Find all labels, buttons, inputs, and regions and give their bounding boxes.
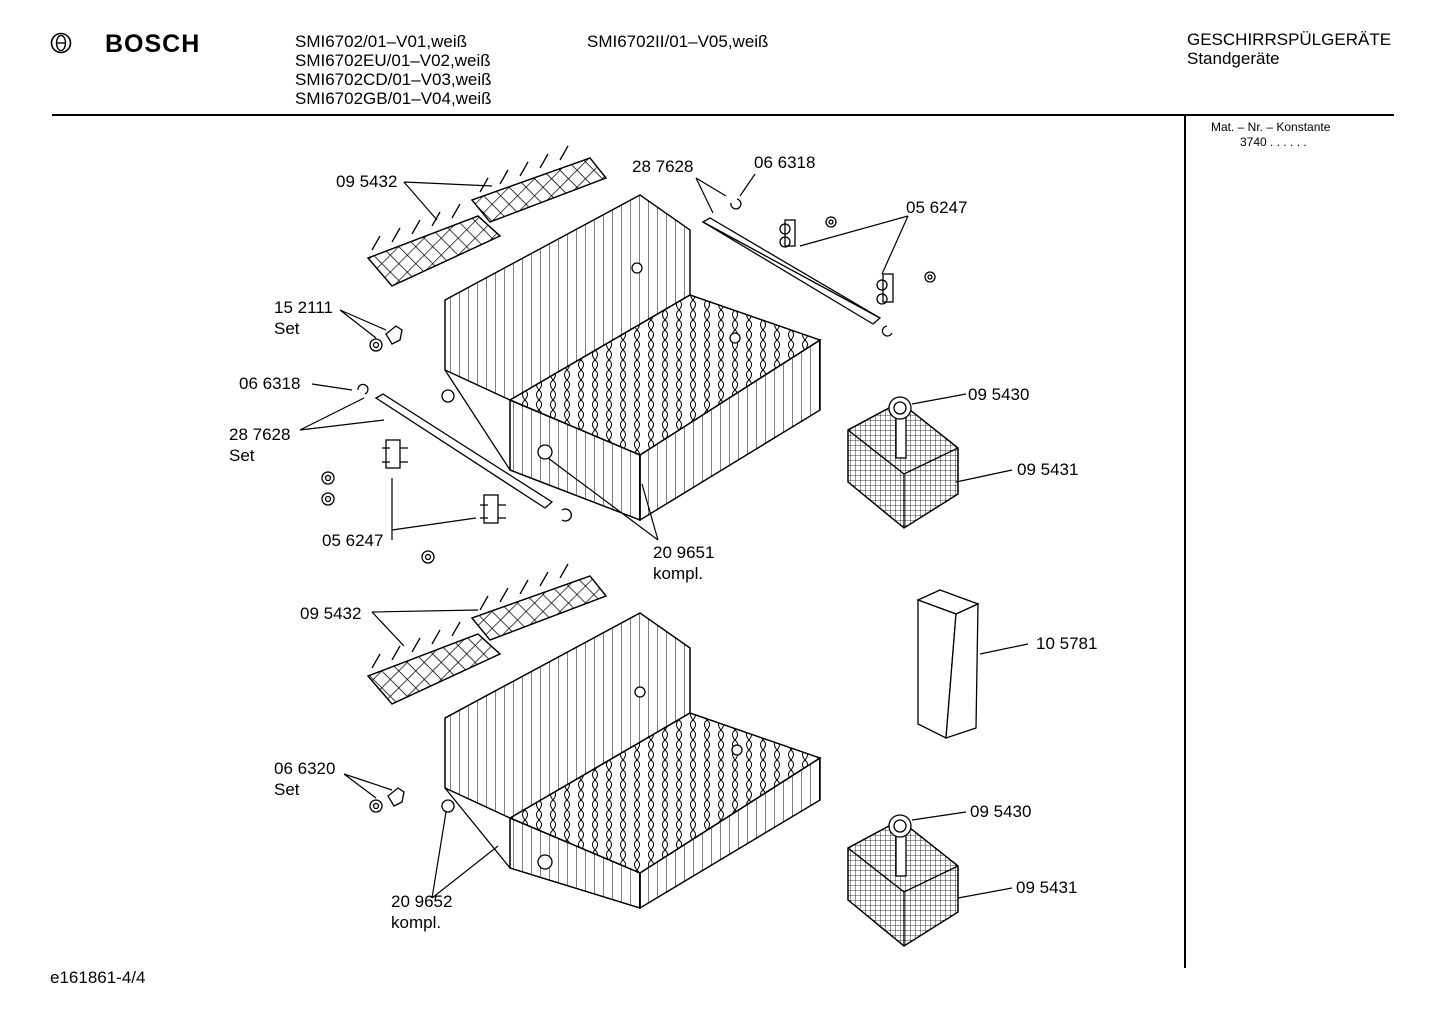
part-number-label: 10 5781 <box>1036 634 1098 653</box>
part-number-label: 06 6318 <box>239 374 301 393</box>
part-note-label: Set <box>274 319 300 338</box>
part-note-label: kompl. <box>653 564 704 583</box>
part-number-label: 15 2111 <box>274 298 333 317</box>
cutlery-basket-drawing <box>847 396 959 529</box>
model-number: SMI6702II/01–V05,weiß <box>587 32 769 51</box>
material-constant-heading: Mat. – Nr. – Konstante <box>1211 120 1331 134</box>
model-list-primary: SMI6702/01–V01,weiß SMI6702EU/01–V02,wei… <box>295 32 492 108</box>
cup-shelf-drawing <box>470 563 608 641</box>
model-number: SMI6702GB/01–V04,weiß <box>295 89 492 108</box>
part-number-label: 09 5430 <box>968 385 1030 404</box>
roller-set-drawing <box>369 787 405 813</box>
rail-drawing <box>701 198 893 337</box>
upper-basket-drawing <box>441 194 822 522</box>
part-number-label: 20 9651 <box>653 543 715 562</box>
part-number-label: 28 7628 <box>632 157 694 176</box>
header-divider <box>52 114 1394 116</box>
cup-shelf-drawing <box>366 203 502 287</box>
part-number-label: 05 6247 <box>906 198 968 217</box>
bosch-logo-icon <box>50 32 72 54</box>
part-number-label: 06 6318 <box>754 153 816 172</box>
side-divider <box>1184 116 1186 968</box>
cup-shelf-drawing <box>470 145 608 223</box>
roller-bracket-drawing <box>779 216 936 305</box>
model-number: SMI6702CD/01–V03,weiß <box>295 70 492 89</box>
cutlery-basket-drawing <box>847 814 959 947</box>
part-number-label: 05 6247 <box>322 531 384 550</box>
part-number-label: 28 7628 <box>229 425 291 444</box>
model-list-secondary: SMI6702II/01–V05,weiß <box>587 32 768 51</box>
material-constant-value: 3740 . . . . . . <box>1240 135 1307 149</box>
part-number-label: 09 5431 <box>1016 878 1078 897</box>
document-id: e161861-4/4 <box>50 968 146 987</box>
part-number-label: 09 5431 <box>1017 460 1079 479</box>
part-number-label: 09 5430 <box>970 802 1032 821</box>
part-number-label: 09 5432 <box>336 172 398 191</box>
model-number: SMI6702EU/01–V02,weiß <box>295 51 491 70</box>
part-number-label: 09 5432 <box>300 604 362 623</box>
brand-name: BOSCH <box>105 30 201 58</box>
part-note-label: Set <box>229 446 255 465</box>
roller-set-drawing <box>321 325 572 564</box>
category-title: GESCHIRRSPÜLGERÄTE <box>1187 30 1392 49</box>
container-drawing <box>916 589 980 740</box>
part-number-label: 06 6320 <box>274 759 336 778</box>
cup-shelf-drawing <box>366 621 502 705</box>
leader-lines <box>299 173 1029 899</box>
model-number: SMI6702/01–V01,weiß <box>295 32 467 51</box>
part-note-label: Set <box>274 780 300 799</box>
lower-basket-drawing <box>441 612 822 910</box>
appliance-category: GESCHIRRSPÜLGERÄTE Standgeräte <box>1187 30 1391 68</box>
part-number-label: 20 9652 <box>391 892 453 911</box>
category-subtitle: Standgeräte <box>1187 49 1280 68</box>
part-note-label: kompl. <box>391 913 442 932</box>
